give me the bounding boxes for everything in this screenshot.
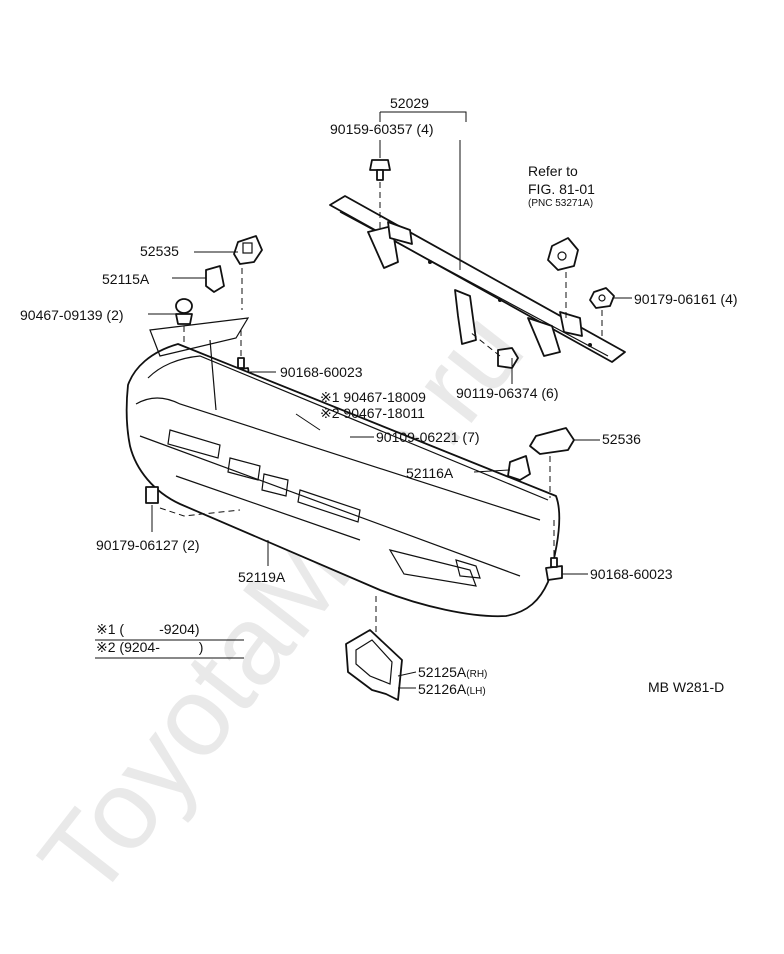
clip-90467-09139[interactable] bbox=[175, 298, 193, 325]
label-52119a: 52119A bbox=[238, 569, 286, 585]
label-52116a: 52116A bbox=[406, 465, 454, 481]
bracket-52535[interactable] bbox=[233, 235, 263, 265]
bolt-90168-60023-right[interactable] bbox=[545, 557, 563, 581]
retainer-52115a[interactable] bbox=[205, 265, 225, 293]
label-52115a: 52115A bbox=[102, 271, 150, 287]
label-52125a: 52125A(RH) bbox=[418, 664, 487, 680]
label-52536: 52536 bbox=[602, 431, 641, 447]
refer-bracket-part[interactable] bbox=[547, 237, 579, 271]
nut-90179-06127[interactable] bbox=[145, 486, 159, 504]
label-90109-06221: 90109-06221 (7) bbox=[376, 429, 480, 445]
nut-90179-06161[interactable] bbox=[589, 287, 615, 309]
label-90179-06127: 90179-06127 (2) bbox=[96, 537, 200, 553]
label-90159-60357: 90159-60357 (4) bbox=[330, 121, 434, 137]
drawing-code: MB W281-D bbox=[648, 679, 724, 695]
label-90467-09139: 90467-09139 (2) bbox=[20, 307, 124, 323]
bolt-90159-60357[interactable] bbox=[369, 159, 391, 181]
label-90467-18011: ※2 90467-18011 bbox=[320, 405, 425, 421]
label-52535: 52535 bbox=[140, 243, 179, 259]
label-pnc-ref: (PNC 53271A) bbox=[528, 198, 593, 209]
label-90179-06161: 90179-06161 (4) bbox=[634, 291, 738, 307]
label-90467-18009: ※1 90467-18009 bbox=[320, 389, 426, 405]
retainer-52116a[interactable] bbox=[507, 455, 531, 481]
label-52029: 52029 bbox=[390, 95, 429, 111]
label-52125a-num: 52125A bbox=[418, 664, 467, 680]
label-52126a-tag: (LH) bbox=[466, 686, 485, 697]
label-refer-to: Refer to bbox=[528, 163, 578, 179]
note-2-range: ※2 (9204- ) bbox=[96, 639, 203, 655]
label-90119-06374: 90119-06374 (6) bbox=[456, 385, 558, 401]
bumper-cover-52119a[interactable] bbox=[125, 317, 561, 618]
bracket-52536[interactable] bbox=[529, 427, 575, 455]
label-52125a-tag: (RH) bbox=[466, 669, 487, 680]
label-52126a-num: 52126A bbox=[418, 681, 467, 697]
label-52126a: 52126A(LH) bbox=[418, 681, 486, 697]
label-90168-60023-right: 90168-60023 bbox=[590, 566, 673, 582]
label-90168-60023-left: 90168-60023 bbox=[280, 364, 363, 380]
label-fig-ref: FIG. 81-01 bbox=[528, 181, 595, 197]
bumper-extension-52125a-52126a[interactable] bbox=[345, 629, 403, 701]
note-1-range: ※1 ( -9204) bbox=[96, 621, 200, 637]
bolt-90119-06374[interactable] bbox=[497, 347, 519, 369]
